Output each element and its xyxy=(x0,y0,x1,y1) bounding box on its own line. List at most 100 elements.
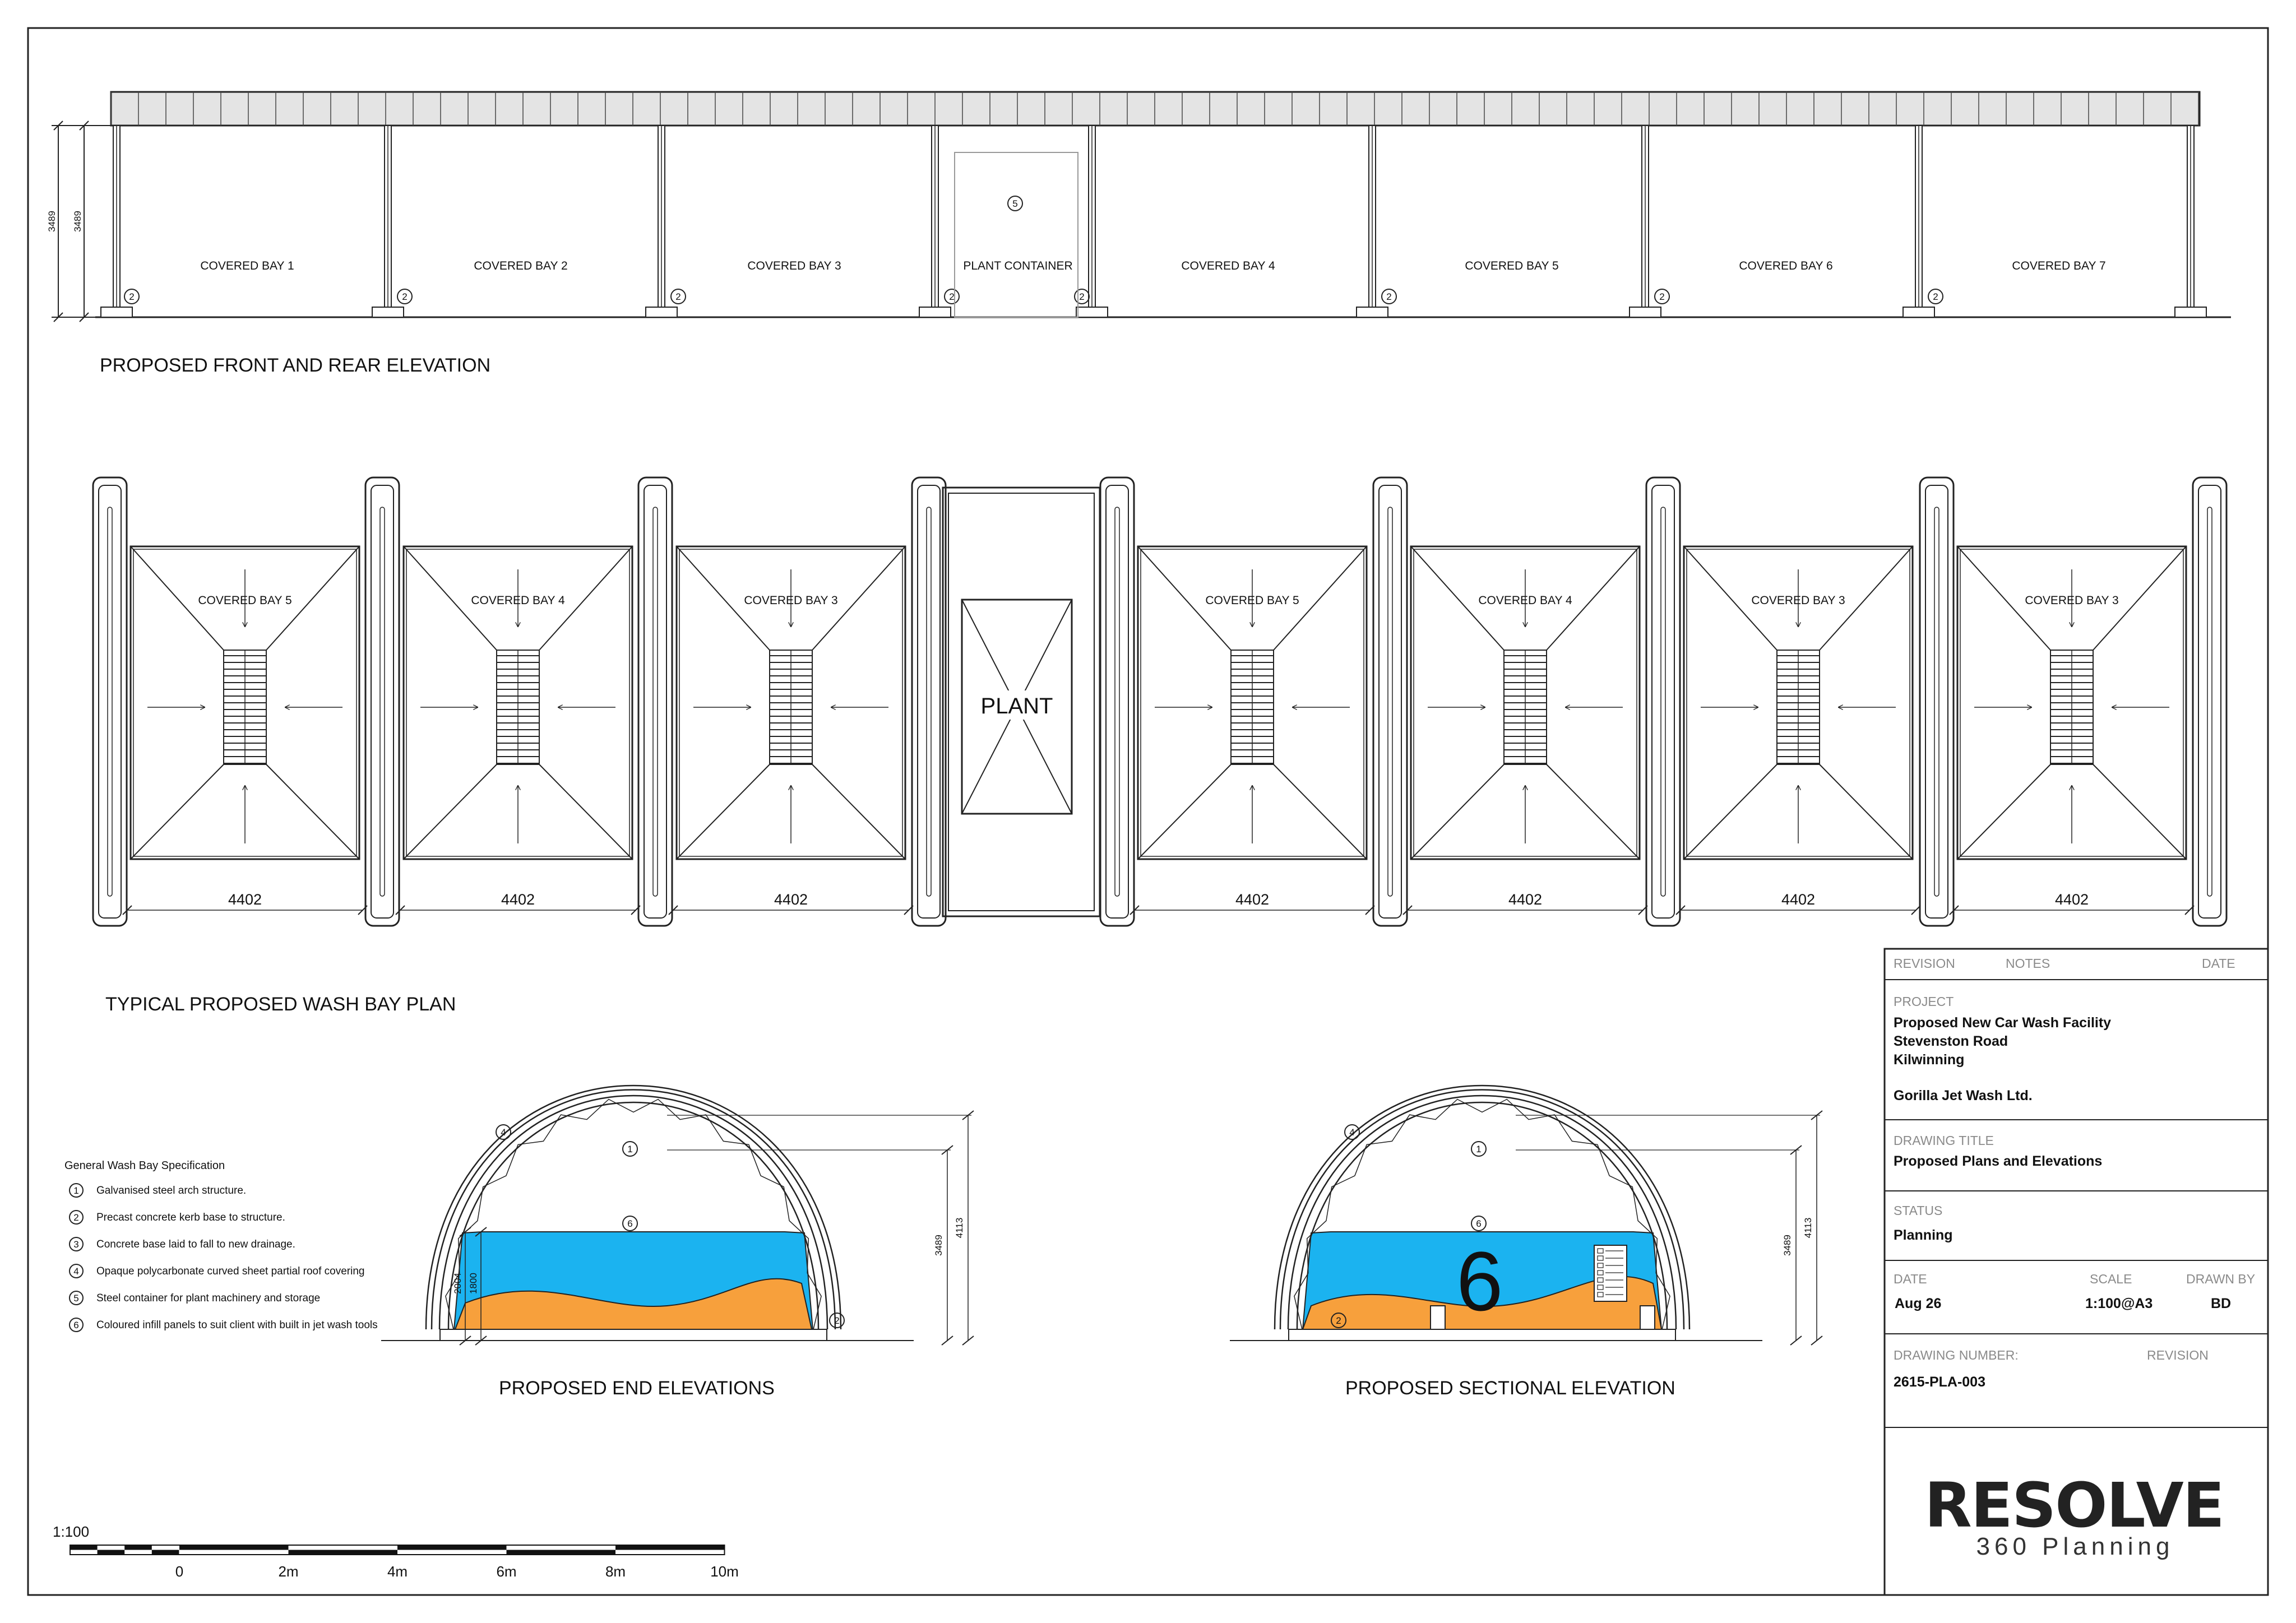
plan-bay: COVERED BAY 5 4402 xyxy=(122,545,368,915)
spec-item-text: Opaque polycarbonate curved sheet partia… xyxy=(96,1265,364,1277)
project-label: PROJECT xyxy=(1894,994,1954,1009)
spec-item-text: Concrete base laid to fall to new draina… xyxy=(96,1239,295,1250)
tag-circle xyxy=(69,1210,84,1225)
plan-post xyxy=(1645,476,1681,927)
fall-line xyxy=(1683,764,1777,860)
date-value: Aug 26 xyxy=(1895,1296,1941,1311)
concrete-base xyxy=(1288,1329,1676,1341)
tag-number: 6 xyxy=(1476,1218,1481,1229)
plan-post-slot xyxy=(107,507,113,897)
fall-line xyxy=(1957,546,2051,651)
tag-circle xyxy=(1331,1313,1346,1328)
panel-button xyxy=(1597,1263,1604,1268)
sheet-border xyxy=(27,27,2269,1596)
plan-bay: COVERED BAY 4 4402 xyxy=(395,545,641,915)
dimension-tick xyxy=(1911,905,1921,915)
elevation-bay-label: COVERED BAY 7 xyxy=(2012,259,2105,272)
tag-number: 2 xyxy=(1336,1315,1341,1326)
drawing-number-label: DRAWING NUMBER: xyxy=(1894,1348,2019,1362)
tag-number: 1 xyxy=(73,1185,78,1196)
fall-line xyxy=(676,546,770,651)
tag-number: 4 xyxy=(1349,1127,1354,1138)
tag-circle xyxy=(670,289,686,304)
fall-line xyxy=(130,764,224,860)
bay-width-dimension: 4402 xyxy=(228,891,262,908)
kerb-block xyxy=(100,307,133,318)
tag-circle xyxy=(1007,196,1023,211)
spec-item-text: Galvanised steel arch structure. xyxy=(96,1185,246,1197)
client-name: Gorilla Jet Wash Ltd. xyxy=(1894,1088,2033,1103)
arch-truss xyxy=(1294,1098,1670,1330)
end-elevation-title: PROPOSED END ELEVATIONS xyxy=(499,1378,775,1399)
fall-line xyxy=(2093,546,2187,651)
section-big-number: 6 xyxy=(1456,1234,1503,1328)
arch-rib xyxy=(1274,1084,1691,1330)
fall-line xyxy=(1957,764,2051,860)
height-dim-b: 3489 xyxy=(72,211,83,232)
bay-width-dimension: 4402 xyxy=(1781,891,1815,908)
bay-width-dimension: 4402 xyxy=(501,891,535,908)
scale-tick-label: 2m xyxy=(278,1563,298,1580)
plan-bays: COVERED BAY 5 4402 COVERED BAY 4 4402 COVERE… xyxy=(122,545,2195,915)
plan-title: TYPICAL PROPOSED WASH BAY PLAN xyxy=(105,994,456,1015)
dimension-value: 4113 xyxy=(1803,1218,1813,1239)
arch-rib xyxy=(430,1089,836,1330)
kerb-block xyxy=(919,307,951,318)
scale-segment xyxy=(179,1545,289,1550)
dimension-tick xyxy=(459,1336,471,1346)
plan-post xyxy=(637,476,673,927)
elevation-bay-label: COVERED BAY 4 xyxy=(1181,259,1275,272)
fall-line xyxy=(1819,546,1913,651)
drawn-by-value: BD xyxy=(2211,1296,2231,1311)
panel-button xyxy=(1597,1248,1604,1254)
fall-line xyxy=(676,764,770,860)
plan-bay-label: COVERED BAY 3 xyxy=(744,594,837,607)
kerb-block xyxy=(1902,307,1935,318)
fall-line xyxy=(266,764,360,860)
bay-width-dimension: 4402 xyxy=(2055,891,2089,908)
tag-number: 2 xyxy=(73,1212,78,1223)
tag-number: 3 xyxy=(73,1239,78,1250)
drawing-title-label: DRAWING TITLE xyxy=(1894,1133,1994,1148)
fall-line xyxy=(1819,764,1913,860)
notes-header: NOTES xyxy=(2006,956,2050,971)
plan-post-inner xyxy=(371,485,394,919)
date-label: DATE xyxy=(1894,1272,1927,1286)
plan-bay-label: COVERED BAY 5 xyxy=(198,594,291,607)
tag-circle xyxy=(397,289,413,304)
concrete-base xyxy=(439,1329,827,1341)
plan-post-slot xyxy=(1114,507,1120,897)
tag-number: 6 xyxy=(627,1218,632,1229)
tag-circle xyxy=(1381,289,1397,304)
tag-circle xyxy=(69,1264,84,1278)
elevation-height-dimension: 3489 3489 xyxy=(47,120,112,322)
tag-number: 2 xyxy=(675,291,681,302)
panel-button xyxy=(1597,1292,1604,1297)
plan-post xyxy=(1372,476,1408,927)
plan-bay-label: COVERED BAY 4 xyxy=(471,594,565,607)
dimension-tick xyxy=(395,905,405,915)
plan-post-inner xyxy=(2198,485,2221,919)
elevation-bay-label: COVERED BAY 2 xyxy=(474,259,567,272)
roof-ribs xyxy=(110,92,2199,126)
plan-post-inner xyxy=(1925,485,1948,919)
tag-circle xyxy=(1928,289,1943,304)
roof-strip xyxy=(110,91,2201,127)
dimension-value: 3489 xyxy=(933,1235,944,1256)
title-block: REVISION NOTES DATE PROJECT Proposed New… xyxy=(1883,948,2269,1596)
scale-segment xyxy=(124,1545,152,1550)
tag-number: 2 xyxy=(1659,291,1664,302)
fall-line xyxy=(1410,546,1505,651)
fall-line xyxy=(1273,546,1367,651)
bollard xyxy=(1430,1305,1446,1330)
bollard xyxy=(1640,1305,1655,1330)
fall-line xyxy=(1137,546,1232,651)
tag-circle xyxy=(496,1124,511,1140)
plan-post-slot xyxy=(926,507,932,897)
bay-inner-outline xyxy=(1686,549,1910,857)
